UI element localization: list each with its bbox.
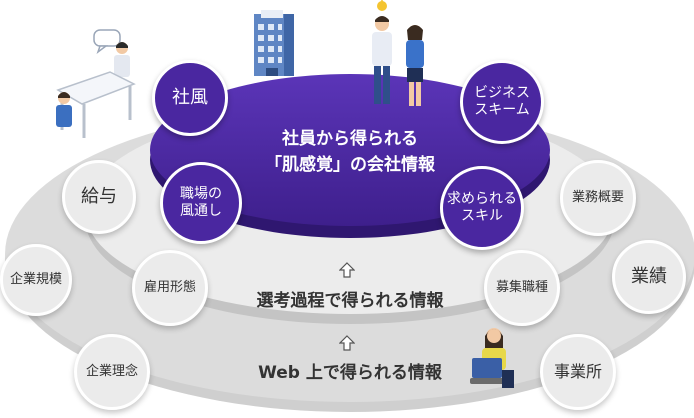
business-people-icon [372, 0, 424, 106]
inner-bubble-business: ビジネス スキーム [460, 60, 544, 144]
center-heading: 社員から得られる 「肌感覚」の会社情報 [265, 129, 435, 176]
outer-ring-label: Web 上で得られる情報 [258, 363, 442, 383]
middle-bubble-boshu: 募集職種 [484, 250, 560, 326]
office-building-icon [254, 10, 294, 76]
interview-desk-icon [56, 29, 136, 138]
inner-bubble-skill: 求められる スキル [440, 166, 524, 250]
inner-bubble-shokuba: 職場の 風通し [160, 162, 242, 244]
outer-bubble-gyoseki: 業績 [612, 240, 686, 314]
inner-bubble-shafu: 社風 [152, 60, 228, 136]
middle-bubble-gyomu: 業務概要 [560, 160, 636, 236]
outer-bubble-rinen: 企業理念 [74, 334, 150, 410]
middle-bubble-koyo: 雇用形態 [132, 250, 208, 326]
middle-bubble-kyuyo: 給与 [62, 160, 136, 234]
up-arrow-icon [339, 335, 355, 351]
laptop-user-icon [470, 328, 514, 388]
outer-bubble-kibo: 企業規模 [0, 244, 72, 316]
middle-ring-label: 選考過程で得られる情報 [256, 291, 444, 311]
up-arrow-icon [339, 262, 355, 278]
outer-bubble-jigyosho: 事業所 [540, 334, 616, 410]
